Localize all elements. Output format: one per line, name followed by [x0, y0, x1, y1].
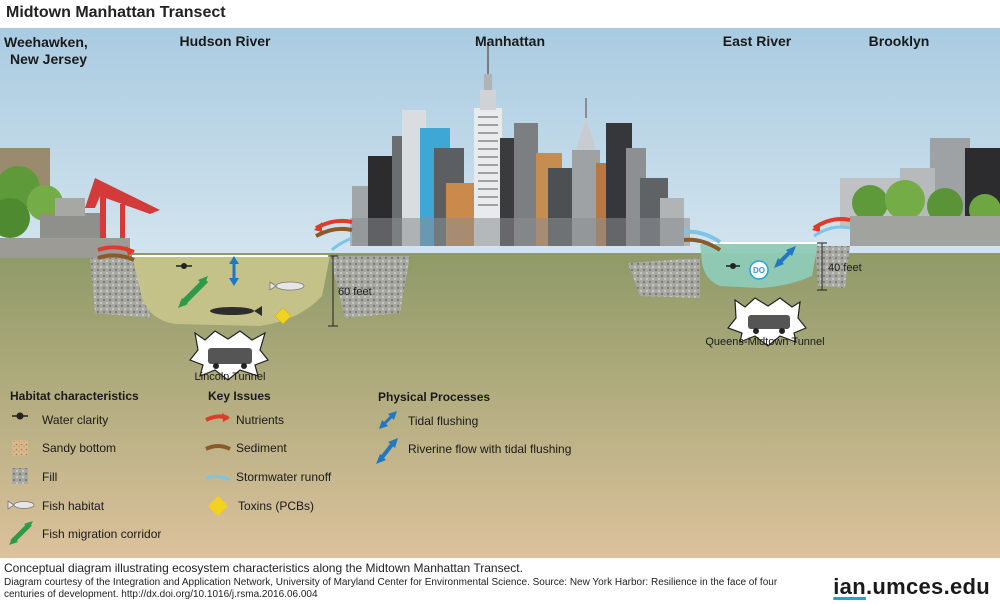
transect-diagram: 60 feet 40 feet: [0, 28, 1000, 558]
manhattan-east-fill: [628, 258, 700, 298]
legend-fish-habitat: Fish habitat: [42, 499, 105, 513]
east-river-label: East River: [723, 33, 792, 49]
hudson-toxins-icon: [274, 307, 292, 325]
legend-sediment: Sediment: [236, 441, 287, 455]
lincoln-tunnel-icon: [189, 330, 269, 381]
manhattan-skyline: [350, 42, 690, 246]
hudson-river-label: Hudson River: [179, 33, 271, 49]
dissolved-oxygen-label: DO: [753, 266, 765, 275]
logo-ian: ian: [833, 574, 866, 599]
legend-key-issues: Key Issues Nutrients Sediment Stormwater…: [205, 389, 332, 516]
lincoln-tunnel-label: Lincoln Tunnel: [195, 371, 266, 383]
east-depth-label: 40 feet: [828, 262, 862, 274]
dissolved-oxygen-badge: [749, 260, 769, 280]
ian-umces-logo: ian.umces.edu: [833, 574, 990, 600]
hudson-depth-marker: [328, 255, 338, 327]
legend-habitat: Habitat characteristics Water clarity Sa…: [7, 389, 161, 545]
nutrient-sediment-arrows: [97, 217, 851, 262]
hudson-fish-habitat-icon: [269, 281, 305, 291]
legend-sandy-bottom: Sandy bottom: [42, 441, 116, 455]
east-depth-marker: [817, 242, 827, 291]
weehawken-shore: [0, 148, 160, 318]
weehawken-label-line2: New Jersey: [10, 51, 87, 67]
brooklyn-shore: [815, 138, 1000, 288]
legend-stormwater: Stormwater runoff: [236, 470, 332, 484]
east-tidal-arrow-icon: [774, 246, 796, 268]
sediment-icon: [205, 444, 231, 451]
fill-icon: [12, 468, 28, 484]
caption-line1: Conceptual diagram illustrating ecosyste…: [4, 561, 523, 575]
legend-toxins: Toxins (PCBs): [238, 499, 314, 513]
legend-physical-title: Physical Processes: [378, 390, 490, 404]
legend-riverine-flow: Riverine flow with tidal flushing: [408, 442, 571, 456]
fish-migration-corridor-icon: [9, 521, 33, 545]
hudson-migration-corridor-icon: [178, 276, 209, 308]
legend-fill: Fill: [42, 470, 57, 484]
hudson-depth-label: 60 feet: [338, 286, 372, 298]
logo-domain: .umces.edu: [865, 574, 990, 599]
legend-water-clarity: Water clarity: [42, 413, 108, 427]
legend-habitat-title: Habitat characteristics: [10, 389, 139, 403]
east-water-clarity-icon: [726, 263, 740, 269]
toxins-icon: [208, 496, 228, 516]
queens-midtown-tunnel-icon: [727, 297, 807, 347]
legend-fish-migration: Fish migration corridor: [42, 527, 161, 541]
legend-physical: Physical Processes Tidal flushing Riveri…: [376, 390, 571, 464]
brooklyn-label: Brooklyn: [869, 33, 930, 49]
legend-nutrients: Nutrients: [236, 413, 284, 427]
hudson-water-clarity-icon: [176, 263, 192, 269]
hudson-tidal-arrow-icon: [229, 256, 239, 286]
caption-line2: Diagram courtesy of the Integration and …: [4, 577, 778, 600]
hudson-river-water: [132, 256, 330, 326]
fish-habitat-icon: [7, 500, 35, 510]
manhattan-label: Manhattan: [475, 33, 545, 49]
tidal-flushing-icon: [379, 411, 397, 429]
sandy-bottom-icon: [12, 440, 28, 456]
sturgeon-fish-icon: [210, 306, 262, 316]
nutrients-icon: [205, 413, 230, 422]
caption: Conceptual diagram illustrating ecosyste…: [4, 561, 814, 601]
riverine-flow-icon: [376, 438, 398, 464]
legend-issues-title: Key Issues: [208, 389, 271, 403]
legend-tidal-flushing: Tidal flushing: [408, 414, 478, 428]
stormwater-runoff-icon: [205, 474, 231, 482]
weehawken-label-line1: Weehawken,: [4, 34, 88, 50]
manhattan-west-fill: [330, 256, 410, 318]
queens-midtown-tunnel-label: Queens-Midtown Tunnel: [705, 336, 824, 348]
water-clarity-icon: [12, 412, 28, 420]
page-title: Midtown Manhattan Transect: [6, 4, 226, 21]
